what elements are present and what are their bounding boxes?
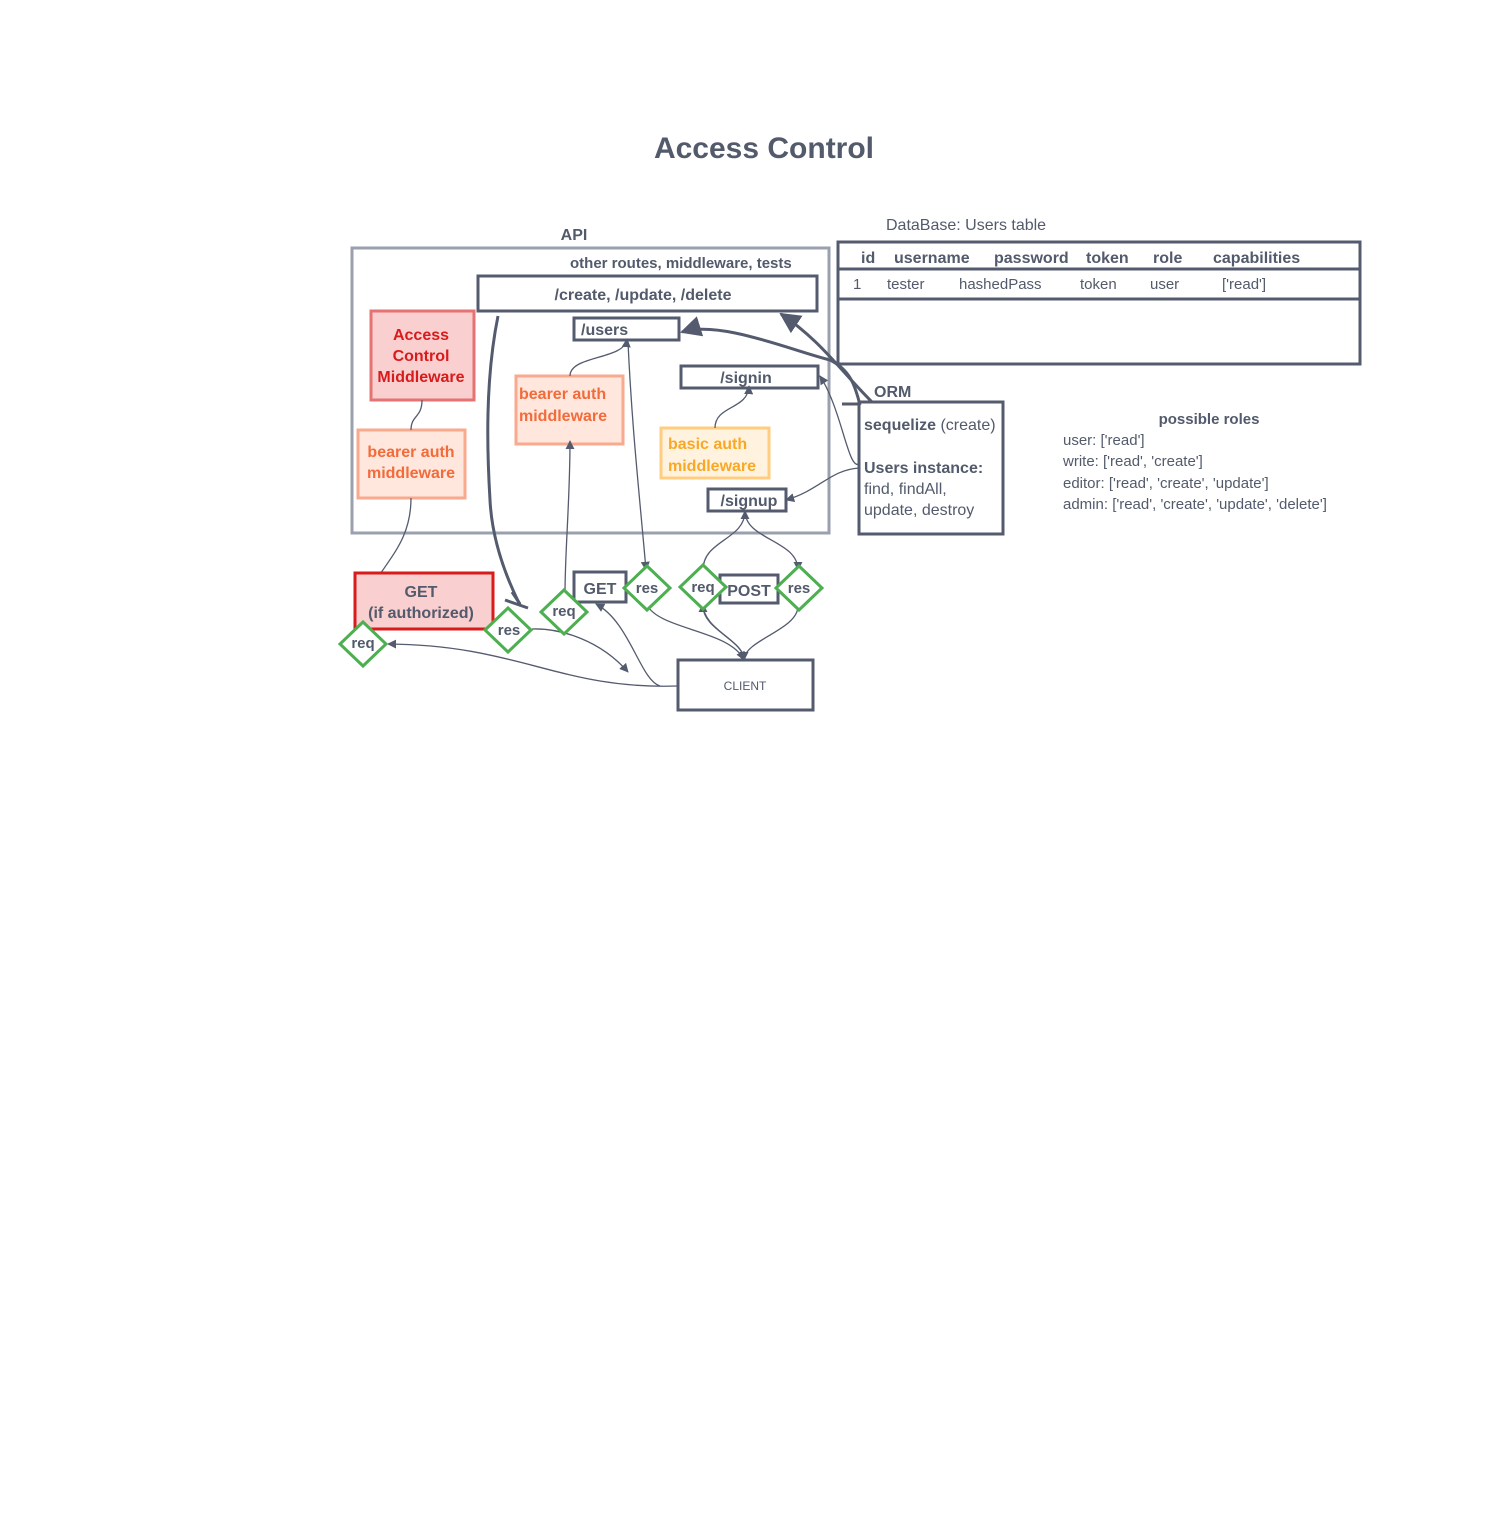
res-diamond-get[interactable]: res [621, 563, 673, 613]
sequelize-create: (create) [936, 417, 996, 434]
table-header-role: role [1153, 250, 1182, 267]
svg-text:/create, /update, /delete: /create, /update, /delete [555, 287, 732, 304]
route-crud[interactable]: /create, /update, /delete [476, 274, 819, 313]
res-diamond-post[interactable]: res [773, 563, 825, 613]
connectors [361, 312, 874, 687]
other-routes-label: other routes, middleware, tests [570, 255, 792, 272]
get-request[interactable]: GET [572, 570, 628, 604]
table-cell: 1 [853, 276, 861, 293]
orm-box[interactable]: sequelize (create) Users instance: find,… [857, 400, 1005, 536]
post-request[interactable]: POST [718, 573, 780, 605]
svg-text:Access: Access [393, 327, 449, 344]
possible-roles: possible roles user: ['read'] write: ['r… [1062, 411, 1327, 513]
table-cell: user [1150, 276, 1179, 293]
svg-text:GET: GET [405, 584, 438, 601]
table-cell: tester [887, 276, 925, 293]
bearer-auth-middleware-left[interactable]: bearer auth middleware [356, 428, 467, 500]
table-cell: ['read'] [1222, 276, 1266, 293]
users-instance-line: find, findAll, [864, 481, 947, 498]
svg-text:Middleware: Middleware [377, 369, 464, 386]
database-label: DataBase: Users table [886, 217, 1046, 234]
res-diamond-authorized[interactable]: res [482, 605, 534, 655]
svg-text:GET: GET [584, 581, 617, 598]
users-instance-title: Users instance: [864, 460, 983, 477]
route-signup[interactable]: /signup [706, 487, 788, 513]
table-header-username: username [894, 250, 970, 267]
svg-text:req: req [351, 635, 374, 652]
svg-text:(if authorized): (if authorized) [368, 605, 474, 622]
svg-text:res: res [636, 580, 659, 597]
svg-text:middleware: middleware [668, 458, 756, 475]
role-item: user: ['read'] [1063, 432, 1145, 449]
svg-text:/signin: /signin [720, 370, 772, 387]
svg-text:Control: Control [393, 348, 450, 365]
route-users[interactable]: /users [572, 316, 681, 342]
api-container[interactable] [350, 246, 831, 535]
role-item: admin: ['read', 'create', 'update', 'del… [1063, 496, 1327, 513]
table-header-capabilities: capabilities [1213, 250, 1300, 267]
roles-title: possible roles [1159, 411, 1260, 428]
table-header-token: token [1086, 250, 1129, 267]
users-table[interactable]: id username password token role capabili… [836, 240, 1362, 366]
orm-label: ORM [874, 384, 911, 401]
users-instance-line: update, destroy [864, 502, 974, 519]
basic-auth-middleware[interactable]: basic auth middleware [659, 426, 771, 480]
sequelize-label: sequelize [864, 417, 936, 434]
table-cell: hashedPass [959, 276, 1042, 293]
svg-text:CLIENT: CLIENT [724, 679, 767, 693]
api-label: API [561, 227, 588, 244]
svg-text:middleware: middleware [367, 465, 455, 482]
req-diamond-get[interactable]: req [538, 587, 590, 637]
req-diamond-left[interactable]: req [337, 619, 389, 669]
svg-text:req: req [552, 603, 575, 620]
table-header-id: id [861, 250, 875, 267]
svg-text:res: res [498, 622, 521, 639]
svg-text:middleware: middleware [519, 408, 607, 425]
page-title: Access Control [654, 132, 874, 165]
svg-text:/signup: /signup [721, 493, 778, 510]
svg-text:bearer auth: bearer auth [519, 386, 606, 403]
table-cell: token [1080, 276, 1117, 293]
svg-text:/users: /users [581, 322, 628, 339]
role-item: write: ['read', 'create'] [1062, 453, 1203, 470]
get-authorized-request[interactable]: GET (if authorized) [353, 571, 495, 631]
req-diamond-post[interactable]: req [677, 562, 729, 612]
svg-text:req: req [691, 579, 714, 596]
table-header-password: password [994, 250, 1069, 267]
svg-text:res: res [788, 580, 811, 597]
access-control-middleware[interactable]: Access Control Middleware [369, 309, 476, 402]
role-item: editor: ['read', 'create', 'update'] [1063, 475, 1269, 492]
bearer-auth-middleware-mid[interactable]: bearer auth middleware [514, 374, 625, 446]
route-signin[interactable]: /signin [679, 364, 820, 390]
client-box[interactable]: CLIENT [676, 658, 815, 712]
svg-text:POST: POST [727, 583, 771, 600]
svg-text:bearer auth: bearer auth [367, 444, 454, 461]
svg-text:basic auth: basic auth [668, 436, 747, 453]
svg-text:sequelize (create): sequelize (create) [864, 417, 996, 434]
